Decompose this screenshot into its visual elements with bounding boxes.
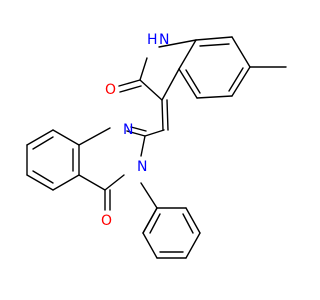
indolinone-nh-nitrogen-label: N: [159, 32, 169, 48]
methylidene-bond-2: [166, 99, 169, 131]
methylidene-bond-1: [161, 99, 164, 131]
carbonyl-bond-2: [119, 85, 142, 93]
carbonyl-bond-1: [118, 79, 141, 87]
structure-canvas: H N O N N O: [26, 32, 287, 259]
quinazoline-n1-label: N: [123, 122, 133, 138]
molecule-drawing: H N O N N O: [26, 32, 287, 259]
quinazolinone-benzo-ring: [26, 129, 80, 191]
indolinone-nh-hydrogen-label: H: [147, 32, 158, 48]
quinazoline-n3-label: N: [137, 159, 147, 175]
benzyl-ch2-bond: [140, 182, 158, 209]
benzyl-phenyl-ring: [142, 207, 201, 259]
indolinone-benzene-ring: [178, 36, 251, 99]
quinazolinone-pyrimidine-ring: [78, 126, 147, 191]
quinazolinone-oxygen-label: O: [101, 213, 112, 229]
indolinone-five-ring: [139, 39, 197, 101]
indolinone-oxygen-label: O: [105, 82, 116, 98]
vinyl-link-bond: [144, 129, 165, 137]
